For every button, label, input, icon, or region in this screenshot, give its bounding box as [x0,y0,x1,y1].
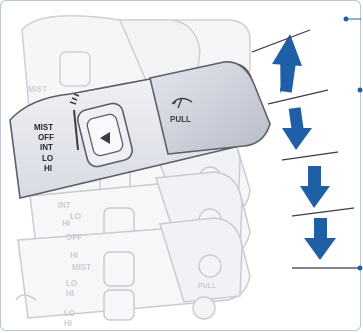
arrow-down-icon [304,218,336,260]
direction-arrows [272,34,336,260]
ghost-label-7: HI [66,289,74,298]
arrow-down-icon [300,166,330,208]
ghost-label-6: LO [66,279,77,288]
ghost-label-8: LO [64,309,75,318]
arrow-down-icon [282,107,312,150]
callout-dots [344,17,363,271]
ghost-label-3: HI [62,219,70,228]
position-hi: HI [44,164,52,173]
callout-dot [358,266,363,271]
position-lo: LO [42,154,53,163]
ghost-label-9: HI [64,319,72,328]
position-divider-lines [252,30,358,268]
callout-dot [358,88,363,93]
position-int: INT [40,143,53,152]
position-mist: MIST [34,123,53,132]
ghost-label-2: LO [70,212,81,221]
pull-label: PULL [170,115,191,124]
position-off: OFF [38,133,54,142]
ghost-label-mist-upper: MIST [28,85,47,94]
ghost-label-1: INT [58,201,71,210]
ghost-label-0: OFF [66,233,82,242]
ghost-pull-3: PULL [198,283,217,290]
ghost-label-5: MIST [72,263,91,272]
ghost-label-4: HI [70,251,78,260]
